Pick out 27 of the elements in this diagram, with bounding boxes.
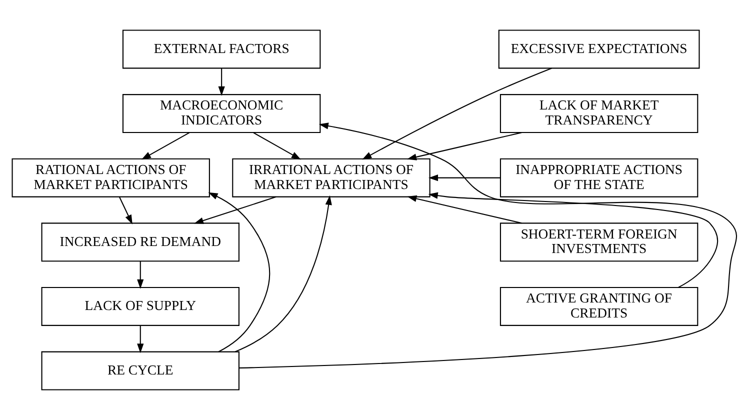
arrow <box>208 192 270 352</box>
node-box: EXTERNAL FACTORS <box>122 30 321 69</box>
node-box: IRRATIONAL ACTIONS OF MARKET PARTICIPANTS <box>232 158 430 198</box>
node-box: SHOERT-TERM FOREIGN INVESTMENTS <box>500 222 698 262</box>
arrow <box>407 195 522 224</box>
node-box: INAPPROPRIATE ACTIONS OF THE STATE <box>500 158 698 198</box>
arrow <box>428 174 500 182</box>
arrow <box>118 196 132 224</box>
node-box: LACK OF MARKET TRANSPARENCY <box>500 94 698 134</box>
arrow <box>137 261 144 289</box>
node-box: ACTIVE GRANTING OF CREDITS <box>500 286 698 326</box>
arrow <box>428 192 718 288</box>
arrow <box>218 68 225 96</box>
node-box: LACK OF SUPPLY <box>41 286 240 326</box>
arrow <box>141 132 190 160</box>
arrow <box>137 326 144 354</box>
node-box: RE CYCLE <box>41 351 240 390</box>
node-box: EXCESSIVE EXPECTATIONS <box>498 30 700 69</box>
arrow <box>362 68 552 160</box>
arrow <box>253 132 301 160</box>
node-box: MACROECONOMIC INDICATORS <box>122 94 321 134</box>
arrow <box>234 195 332 352</box>
arrow <box>239 122 736 368</box>
arrow <box>194 196 276 224</box>
node-box: INCREASED RE DEMAND <box>41 222 240 262</box>
node-box: RATIONAL ACTIONS OF MARKET PARTICIPANTS <box>12 158 210 198</box>
arrow <box>406 132 522 160</box>
